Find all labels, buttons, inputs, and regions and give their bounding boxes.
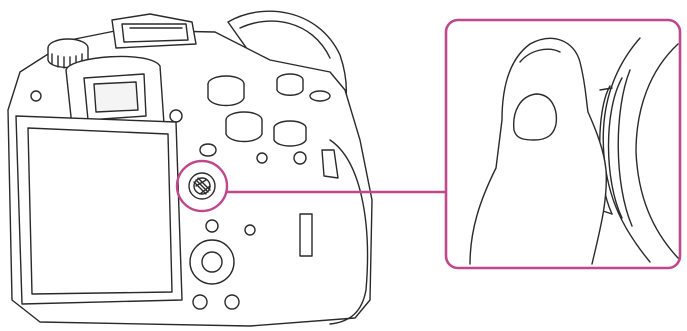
multi-selector: [189, 173, 215, 199]
hot-shoe: [112, 14, 196, 48]
camera-body: [8, 11, 372, 326]
callout-detail: [446, 20, 680, 268]
lcd-monitor: [16, 116, 182, 304]
